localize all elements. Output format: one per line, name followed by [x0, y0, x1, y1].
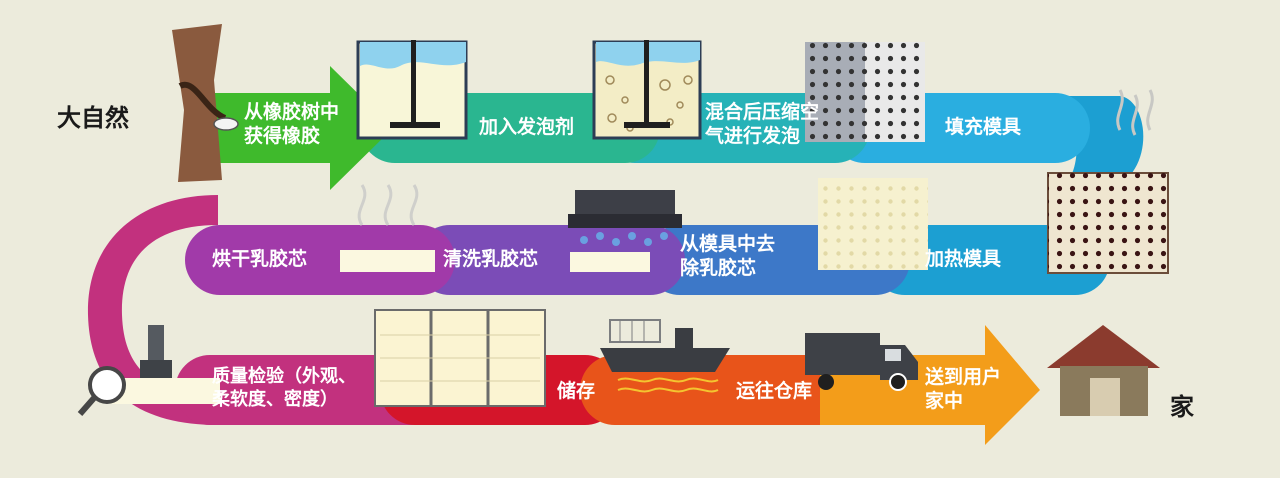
row-2-band	[185, 225, 1110, 295]
washing-machine-icon	[568, 190, 682, 272]
rubber-tree-icon	[172, 24, 239, 182]
step-7-label: 清洗乳胶芯	[443, 248, 539, 270]
step-10-label: 储存	[557, 380, 596, 402]
step-2-label: 加入发泡剂	[479, 116, 575, 138]
step-12-label: 送到用户 家中	[925, 366, 1002, 412]
step-9-label: 质量检验（外观、 柔软度、密度）	[212, 366, 356, 410]
step-8-label: 烘干乳胶芯	[212, 248, 308, 270]
warehouse-shelf-icon	[374, 309, 546, 407]
cargo-ship-icon	[600, 319, 730, 393]
latex-core-icon	[818, 178, 928, 270]
step-3-label: 混合后压缩空 气进行发泡	[705, 101, 820, 147]
house-icon	[1047, 325, 1160, 416]
end-label: 家	[1170, 393, 1194, 421]
steam-icon	[340, 184, 435, 272]
perforated-mold-icon	[805, 42, 925, 142]
step-1-label: 从橡胶树中 获得橡胶	[244, 101, 340, 147]
steaming-mold-icon	[1047, 89, 1169, 274]
foam-tank-icon	[356, 40, 468, 140]
step-11-label: 运往仓库	[736, 380, 813, 402]
start-label: 大自然	[57, 104, 129, 132]
magnifier-icon	[77, 366, 126, 416]
truck-icon	[805, 333, 918, 391]
step-5-label: 加热模具	[925, 248, 1002, 270]
inspection-probe-icon	[110, 325, 220, 404]
magenta-curve	[87, 195, 218, 425]
mixing-tank-icon	[592, 40, 702, 140]
step-4-label: 填充模具	[945, 116, 1022, 138]
step-6-label: 从模具中去 除乳胶芯	[680, 233, 776, 279]
